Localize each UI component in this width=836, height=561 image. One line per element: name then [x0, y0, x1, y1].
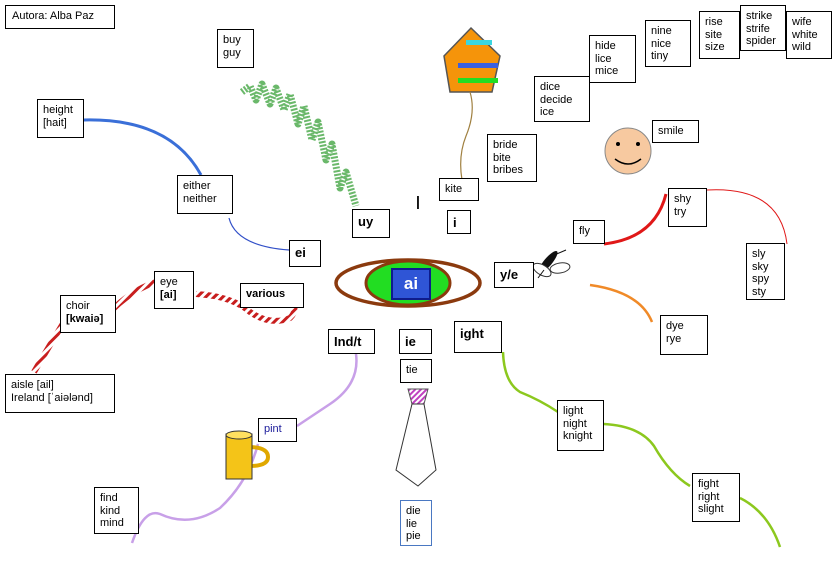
lime-vine: [501, 351, 782, 548]
author-label: Autora: Alba Paz: [5, 5, 115, 29]
eye-group: eye[ai]: [154, 271, 194, 309]
fly-insect: [532, 249, 571, 279]
uy-box: uy: [352, 209, 390, 238]
height-group: height[hait]: [37, 99, 84, 138]
dye-connector: [589, 283, 654, 323]
ei-connector: [228, 217, 290, 251]
shy-connector: [706, 189, 788, 245]
ind-box: Ind/t: [328, 329, 375, 354]
kite-string: [460, 91, 473, 181]
fly-connector: [603, 193, 668, 246]
ei-box: ei: [289, 240, 321, 267]
choir-group: choir[kwaiə]: [60, 295, 116, 333]
kite-box: kite: [439, 178, 479, 201]
smile-box: smile: [652, 120, 699, 143]
ye-box: y/e: [494, 262, 534, 288]
smile-face: [604, 127, 652, 175]
fly-box: fly: [573, 220, 605, 244]
i-box: i: [447, 210, 471, 234]
pint-box: pint: [258, 418, 297, 442]
center-ai-label: ai: [391, 268, 431, 300]
height-connector: [83, 118, 203, 176]
mug-graphic: [225, 430, 271, 480]
ie-box: ie: [399, 329, 432, 354]
ight-box: ight: [454, 321, 502, 353]
aisle-group: aisle [ail]Ireland [ˈaiələnd]: [5, 374, 115, 413]
various-box: various: [240, 283, 304, 308]
tie-box: tie: [400, 359, 432, 383]
zigzag-decoration: [239, 80, 360, 207]
tie-graphic: [395, 388, 437, 487]
separator-mark: |: [416, 193, 420, 209]
